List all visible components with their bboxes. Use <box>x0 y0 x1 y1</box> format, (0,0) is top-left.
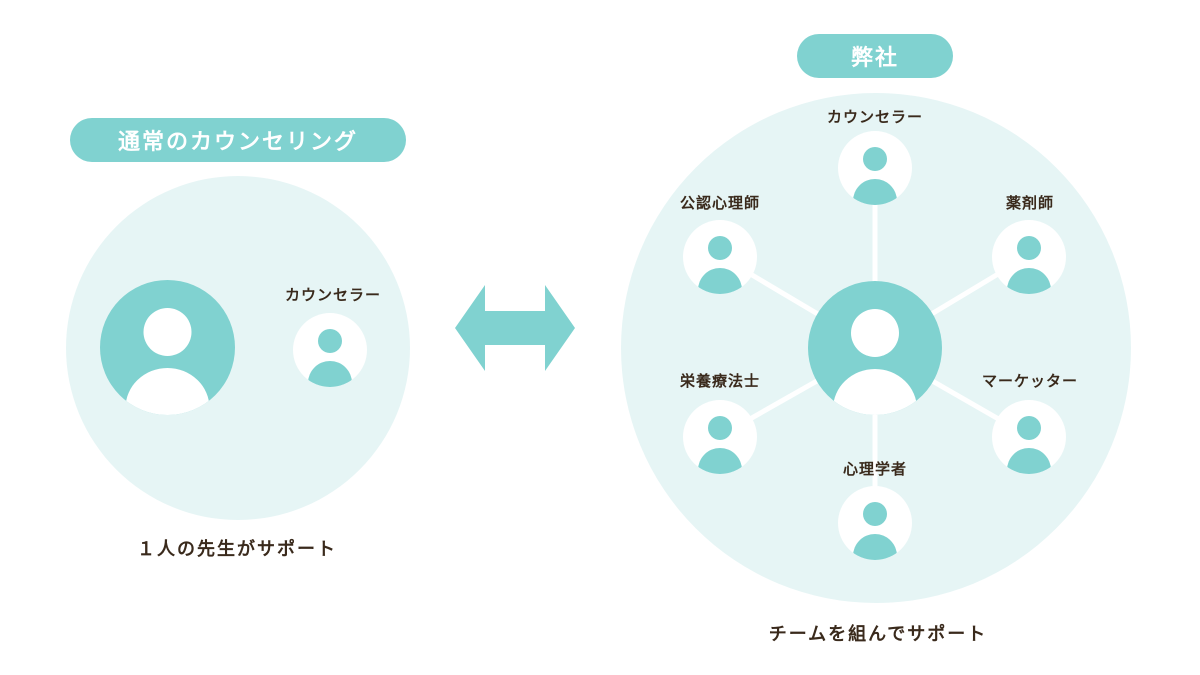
left-caption: １人の先生がサポート <box>137 539 337 560</box>
member-label-nutrition-therapist: 栄養療法士 <box>679 372 761 390</box>
member-avatar-nutrition-therapist <box>683 400 757 474</box>
member-label-certified-psychologist: 公認心理師 <box>679 194 761 212</box>
member-avatar-marketer <box>992 400 1066 474</box>
user-icon <box>683 400 757 474</box>
user-icon <box>808 281 942 415</box>
client-avatar <box>100 280 235 415</box>
user-icon <box>838 131 912 205</box>
member-avatar-counselor <box>838 131 912 205</box>
team-client-avatar <box>808 281 942 415</box>
comparison-arrow <box>455 285 575 371</box>
member-label-counselor: カウンセラー <box>826 108 924 126</box>
user-icon <box>838 486 912 560</box>
member-avatar-psychologist <box>838 486 912 560</box>
right-caption: チームを組んでサポート <box>768 624 988 645</box>
user-icon <box>992 220 1066 294</box>
member-label-pharmacist: 薬剤師 <box>1005 194 1055 212</box>
member-label-marketer: マーケッター <box>981 372 1079 390</box>
user-icon <box>683 220 757 294</box>
right-title: 弊社 <box>850 45 899 71</box>
user-icon <box>293 313 367 387</box>
member-avatar-pharmacist <box>992 220 1066 294</box>
left-title: 通常のカウンセリング <box>117 129 358 155</box>
double-arrow-icon <box>455 285 575 371</box>
user-icon <box>100 280 235 415</box>
user-icon <box>992 400 1066 474</box>
member-avatar-certified-psychologist <box>683 220 757 294</box>
left-title-pill: 通常のカウンセリング <box>70 118 406 162</box>
left-counselor-label: カウンセラー <box>284 286 382 304</box>
right-title-pill: 弊社 <box>797 34 953 78</box>
left-counselor-avatar <box>293 313 367 387</box>
member-label-psychologist: 心理学者 <box>842 460 908 478</box>
